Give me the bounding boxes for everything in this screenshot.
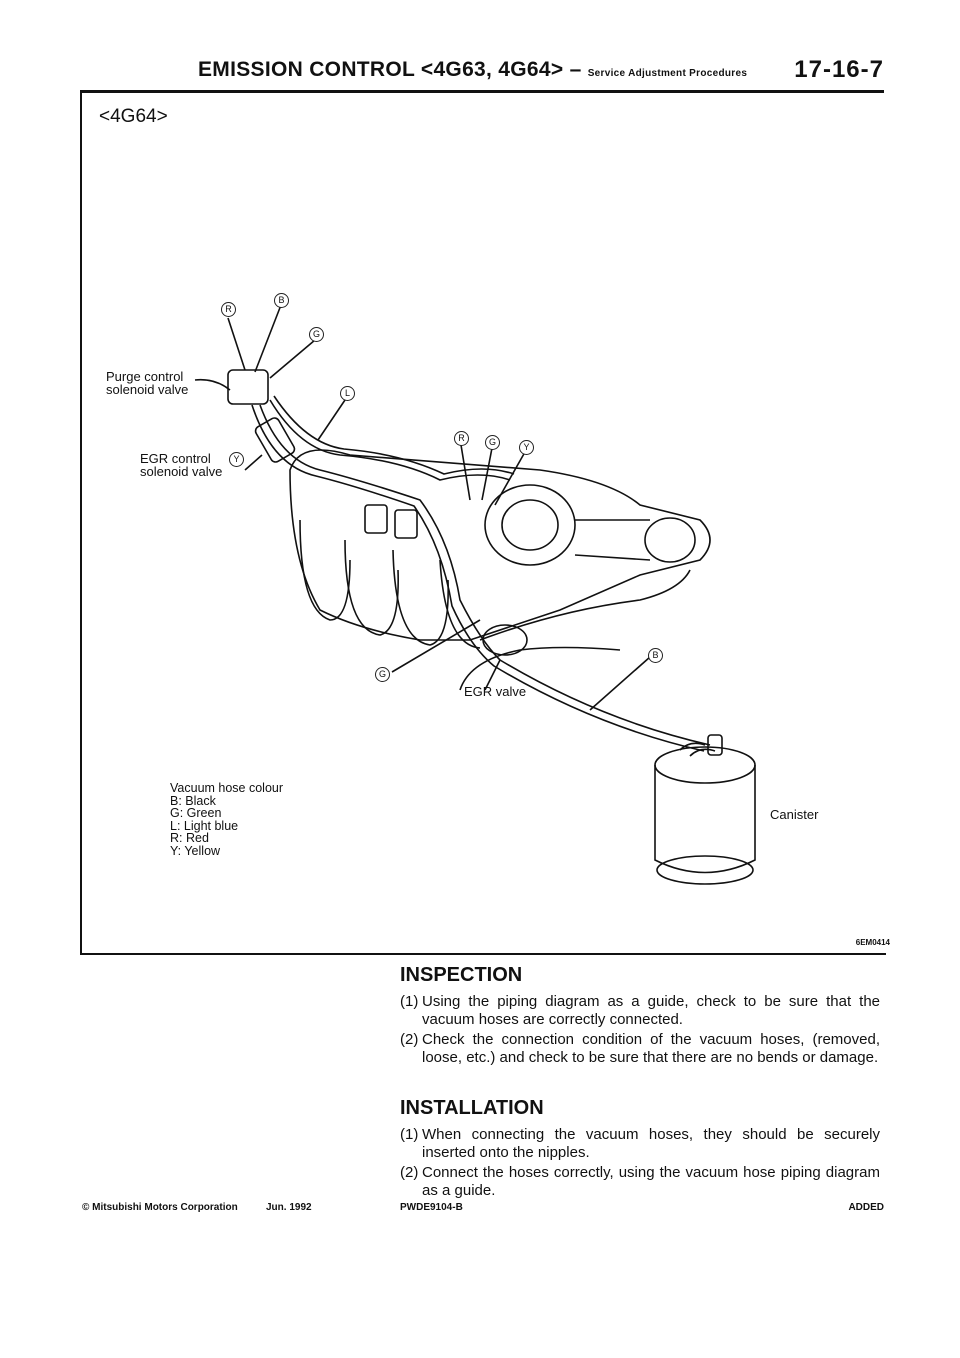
runner-4 — [439, 559, 481, 649]
inspection-heading: INSPECTION — [400, 964, 523, 986]
footer-doc-code: PWDE9104-B — [400, 1202, 463, 1213]
egr-valve-body — [482, 624, 528, 656]
canister-top — [654, 746, 756, 784]
inspection-section: INSPECTION (1) Using the piping diagram … — [400, 964, 880, 1069]
lower-hose — [479, 569, 691, 641]
page-number: 17-16-7 — [794, 56, 884, 83]
hose-bundle-3 — [269, 399, 511, 481]
item-text: Connect the hoses correctly, using the v… — [422, 1164, 880, 1199]
hose-marker: B — [274, 293, 289, 308]
egr-valve-label: EGR valve — [464, 684, 527, 699]
throttle-bore — [501, 499, 559, 551]
hose-bundle-2 — [251, 404, 705, 752]
footer-status: ADDED — [848, 1202, 884, 1213]
legend-item: R: Red — [170, 831, 209, 845]
item-number: (1) — [400, 993, 419, 1010]
manifold-outline — [289, 449, 711, 641]
leader-g1 — [269, 339, 316, 379]
runner-1 — [299, 519, 351, 621]
list-item: (2) Check the connection condition of th… — [400, 1031, 880, 1067]
legend-item: L: Light blue — [170, 818, 239, 833]
egr-solenoid-body — [254, 417, 296, 463]
hose-marker: L — [340, 386, 355, 401]
item-text: When connecting the vacuum hoses, they s… — [422, 1126, 880, 1161]
runner-3 — [392, 549, 449, 646]
hose-marker: B — [648, 648, 663, 663]
throttle-body — [484, 484, 576, 566]
header-subtitle: Service Adjustment Procedures — [587, 68, 748, 79]
solenoid-a — [364, 504, 388, 534]
figure-title: <4G64> — [99, 106, 168, 127]
leader-l — [317, 399, 346, 441]
page-header-title: EMISSION CONTROL <4G63, 4G64> – Service … — [198, 58, 747, 82]
leader-egr-valve — [484, 659, 501, 691]
installation-section: INSTALLATION (1) When connecting the vac… — [400, 1097, 880, 1202]
hose-marker: Y — [229, 452, 244, 467]
header-title-text: EMISSION CONTROL <4G63, 4G64> – — [198, 58, 582, 81]
legend-item: Y: Yellow — [170, 843, 221, 858]
footer-date: Jun. 1992 — [266, 1202, 312, 1213]
list-item: (1) Using the piping diagram as a guide,… — [400, 993, 880, 1029]
leader-r2 — [460, 444, 471, 501]
hose-colour-legend: Vacuum hose colour B: Black G: Green L: … — [170, 782, 283, 857]
hose-marker: R — [221, 302, 236, 317]
canister-port — [707, 734, 723, 756]
legend-item: G: Green — [170, 806, 222, 820]
leader-purge — [194, 378, 231, 391]
figure-left-border — [80, 92, 82, 954]
canister-label: Canister — [770, 807, 819, 822]
item-number: (1) — [400, 1126, 419, 1143]
leader-b3 — [589, 656, 651, 711]
inlet-pipe — [574, 519, 651, 561]
item-number: (2) — [400, 1031, 419, 1048]
item-number: (2) — [400, 1164, 419, 1181]
figure-code: 6EM0414 — [855, 938, 890, 947]
canister-body — [654, 765, 756, 874]
purge-valve-body — [227, 369, 269, 405]
leader-r1 — [227, 317, 246, 371]
leader-g2 — [481, 447, 493, 501]
purge-valve-label: Purge control solenoid valve — [106, 369, 189, 397]
hose-marker: G — [485, 435, 500, 450]
leader-y2 — [494, 451, 526, 506]
item-text: Check the connection condition of the va… — [422, 1031, 880, 1066]
header-rule — [80, 90, 884, 93]
canister-nipples — [679, 742, 716, 757]
canister-bottom — [656, 855, 754, 885]
hose-marker: R — [454, 431, 469, 446]
egr-solenoid-label: EGR control solenoid valve — [140, 451, 223, 479]
hose-bundle-1 — [259, 404, 711, 746]
hose-marker: G — [375, 667, 390, 682]
solenoid-b — [394, 509, 418, 539]
leader-egr-sol — [244, 454, 263, 471]
hose-bundle-4 — [273, 395, 515, 475]
footer-copyright: © Mitsubishi Motors Corporation — [82, 1202, 238, 1213]
legend-title: Vacuum hose colour — [170, 781, 284, 795]
installation-heading: INSTALLATION — [400, 1097, 544, 1119]
list-item: (2) Connect the hoses correctly, using t… — [400, 1164, 880, 1200]
air-inlet — [644, 517, 696, 563]
leader-b1 — [254, 304, 282, 373]
legend-item: B: Black — [170, 793, 216, 808]
leader-g3 — [391, 619, 481, 673]
runner-2 — [344, 539, 399, 636]
item-text: Using the piping diagram as a guide, che… — [422, 993, 880, 1028]
hose-marker: Y — [519, 440, 534, 455]
figure-bottom-border — [80, 953, 886, 955]
list-item: (1) When connecting the vacuum hoses, th… — [400, 1126, 880, 1162]
engine-vacuum-hose-diagram — [194, 304, 756, 885]
hose-marker: G — [309, 327, 324, 342]
